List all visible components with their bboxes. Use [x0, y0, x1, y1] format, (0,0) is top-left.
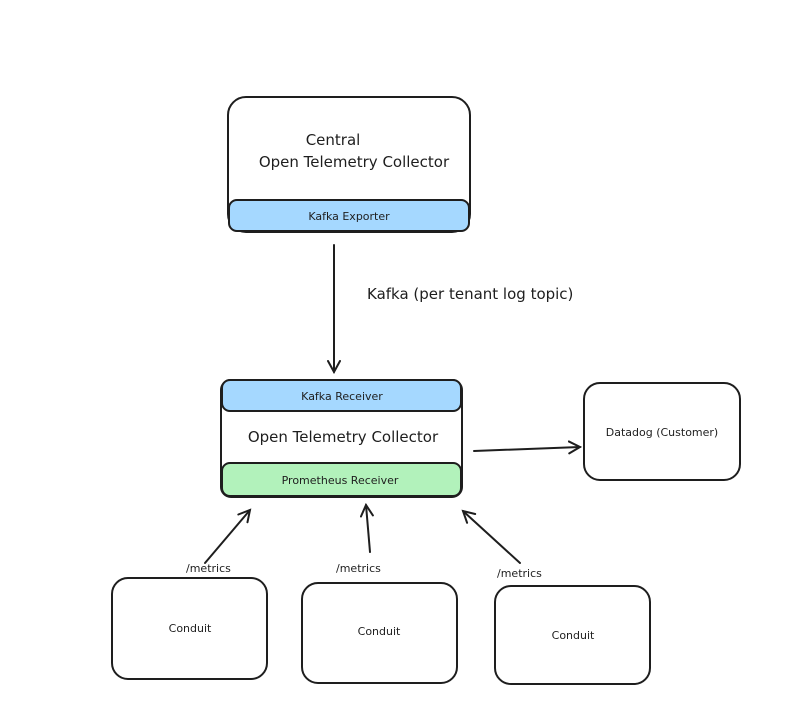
metrics-arrow-3: [463, 511, 521, 564]
conduit-label-1: Conduit: [169, 622, 212, 635]
kafka-edge-label: Kafka (per tenant log topic): [367, 285, 573, 303]
central-collector-node[interactable]: Central Open Telemetry Collector Kafka E…: [227, 96, 471, 233]
collector-title: Open Telemetry Collector: [248, 428, 439, 446]
datadog-node[interactable]: Datadog (Customer): [583, 382, 741, 481]
kafka-exporter-label: Kafka Exporter: [308, 210, 390, 223]
conduit-label-3: Conduit: [552, 629, 595, 642]
kafka-receiver-band: [221, 379, 462, 412]
kafka-receiver-label: Kafka Receiver: [301, 390, 383, 403]
conduit-node-1[interactable]: Conduit: [111, 577, 268, 680]
datadog-label: Datadog (Customer): [606, 426, 718, 439]
conduit-label-2: Conduit: [358, 625, 401, 638]
conduit-node-2[interactable]: Conduit: [301, 582, 458, 684]
metrics-label-3: /metrics: [497, 567, 542, 580]
kafka-exporter-band: [228, 199, 470, 232]
metrics-arrow-2: [366, 505, 370, 553]
collector-node[interactable]: Kafka Receiver Open Telemetry Collector …: [220, 379, 463, 498]
central-title-line1: Central: [306, 131, 361, 149]
prometheus-receiver-label: Prometheus Receiver: [282, 474, 399, 487]
datadog-arrow: [473, 447, 580, 451]
conduit-node-3[interactable]: Conduit: [494, 585, 651, 685]
prometheus-receiver-band: [221, 462, 462, 497]
metrics-label-1: /metrics: [186, 562, 231, 575]
metrics-label-2: /metrics: [336, 562, 381, 575]
central-title-line2: Open Telemetry Collector: [259, 153, 450, 171]
metrics-arrow-1: [204, 510, 250, 564]
